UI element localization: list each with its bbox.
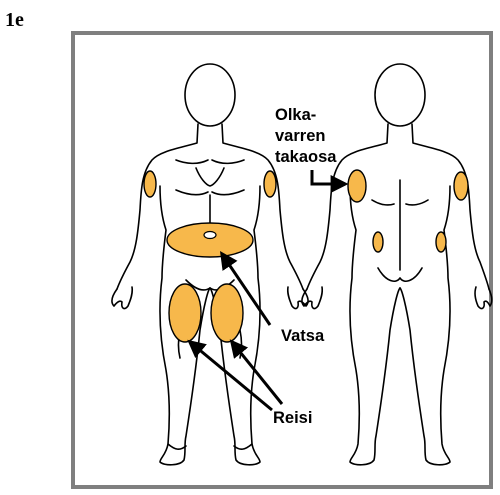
abdomen-label: Vatsa — [281, 326, 324, 347]
front-left-arm-area — [144, 171, 156, 197]
navel-icon — [204, 232, 216, 239]
front-right-thigh-area — [211, 284, 243, 342]
back-right-forearm-area — [436, 232, 446, 252]
upper-arm-label: Olka- varren takaosa — [275, 105, 336, 168]
back-right-upper-arm-area — [454, 172, 468, 200]
upper-arm-label-line2: varren — [275, 126, 336, 147]
front-left-thigh-area — [169, 284, 201, 342]
upper-arm-arrow — [312, 170, 345, 184]
thigh-label: Reisi — [273, 408, 312, 429]
upper-arm-label-line1: Olka- — [275, 105, 336, 126]
front-right-arm-area — [264, 171, 276, 197]
abdomen-area — [167, 223, 253, 257]
upper-arm-label-line3: takaosa — [275, 147, 336, 168]
back-left-upper-arm-area — [348, 170, 366, 202]
back-left-forearm-area — [373, 232, 383, 252]
